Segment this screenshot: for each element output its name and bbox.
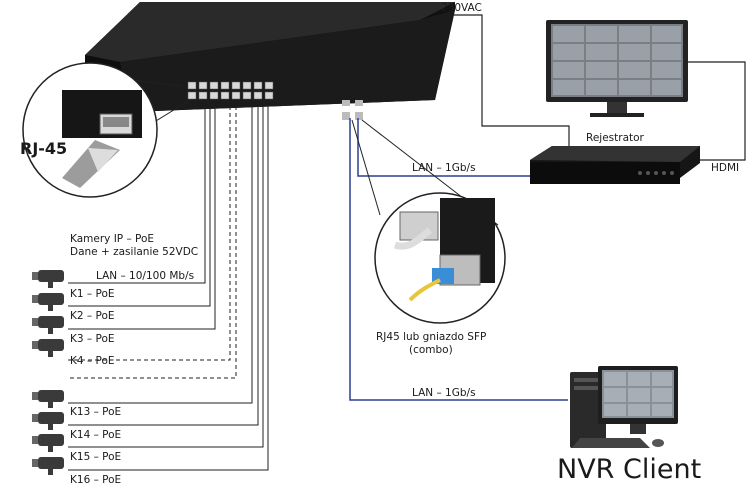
camera-label-k16: K16 – PoE <box>70 474 122 486</box>
sfp-zoom <box>351 119 506 324</box>
lan-recorder-label: LAN – 1Gb/s <box>412 162 476 174</box>
camera-k13 <box>32 390 64 408</box>
camera-label-k4: K4 – PoE <box>70 355 115 367</box>
rj45-zoom <box>22 62 191 198</box>
camera-label-k1: K1 – PoE <box>70 288 115 300</box>
ip-cameras <box>32 270 64 475</box>
cameras-title-1: Kamery IP – PoE <box>70 233 155 245</box>
camera-label-k3: K3 – PoE <box>70 333 115 345</box>
camera-k4 <box>32 339 64 357</box>
camera-k16 <box>32 457 64 475</box>
monitor <box>546 20 688 117</box>
sfp-caption-1: RJ45 lub gniazdo SFP <box>376 331 487 343</box>
lan-uplink-recorder <box>349 118 568 401</box>
camera-k15 <box>32 434 64 452</box>
recorder-label: Rejestrator <box>586 132 644 144</box>
lan-cameras-label: LAN – 10/100 Mb/s <box>96 270 195 282</box>
hdmi-cable <box>688 61 746 161</box>
hdmi-label: HDMI <box>711 162 740 174</box>
cameras-title-2: Dane + zasilanie 52VDC <box>70 246 199 258</box>
sfp-caption-2: (combo) <box>409 344 453 356</box>
camera-k2 <box>32 293 64 311</box>
client-label: NVR Client <box>557 454 702 485</box>
camera-label-k14: K14 – PoE <box>70 429 122 441</box>
camera-label-k13: K13 – PoE <box>70 406 122 418</box>
rj45-label: RJ-45 <box>20 139 68 158</box>
camera-label-k2: K2 – PoE <box>70 310 115 322</box>
pc-client <box>570 366 678 448</box>
camera-k14 <box>32 412 64 430</box>
camera-k3 <box>32 316 64 334</box>
camera-k1 <box>32 270 64 288</box>
lan-client-label: LAN – 1Gb/s <box>412 387 476 399</box>
camera-label-k15: K15 – PoE <box>70 451 122 463</box>
nvr-recorder <box>530 146 700 184</box>
camera-cables <box>68 106 269 471</box>
power-label: 230VAC <box>441 2 482 14</box>
